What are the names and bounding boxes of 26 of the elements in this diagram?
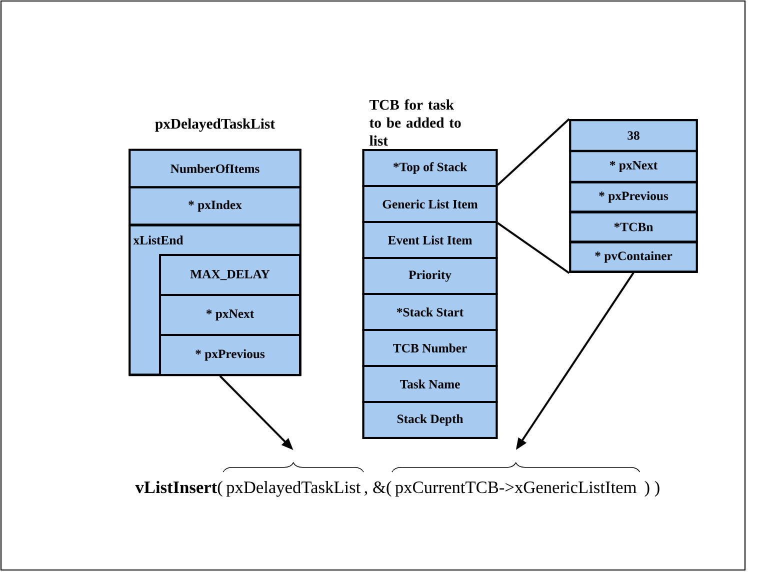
field-cell: TCB Number bbox=[362, 329, 498, 367]
zoom-line bbox=[497, 118, 570, 186]
braced-argument: pxCurrentTCB->xGenericListItem bbox=[392, 462, 640, 497]
field-cell: Task Name bbox=[362, 365, 498, 403]
field-cell: Event List Item bbox=[362, 221, 498, 259]
field-cell: Generic List Item bbox=[362, 185, 498, 223]
field-cell: * pxPrevious bbox=[569, 181, 698, 213]
braced-argument: pxDelayedTaskList bbox=[222, 462, 364, 497]
field-cell: Stack Depth bbox=[362, 401, 498, 439]
field-cell: NumberOfItems bbox=[128, 148, 302, 188]
field-cell: * pxPrevious bbox=[159, 334, 301, 376]
field-cell: Priority bbox=[362, 257, 498, 295]
node-label: pxDelayedTaskList bbox=[155, 118, 275, 132]
field-cell: MAX_DELAY bbox=[159, 254, 301, 296]
node-label: TCB for task to be added to list bbox=[370, 99, 461, 146]
zoom-line bbox=[497, 222, 570, 274]
field-cell: 38 bbox=[569, 119, 698, 152]
field-cell: * pxIndex bbox=[128, 186, 302, 226]
code-text: , &( bbox=[364, 480, 392, 497]
field-cell: *TCBn bbox=[569, 211, 698, 243]
field-cell: * pvContainer bbox=[569, 241, 698, 273]
field-cell: * pxNext bbox=[159, 294, 301, 336]
code-text: vListInsert( bbox=[135, 480, 222, 497]
field-cell: *Top of Stack bbox=[362, 149, 498, 187]
field-cell: * pxNext bbox=[569, 150, 698, 183]
field-cell: *Stack Start bbox=[362, 293, 498, 331]
